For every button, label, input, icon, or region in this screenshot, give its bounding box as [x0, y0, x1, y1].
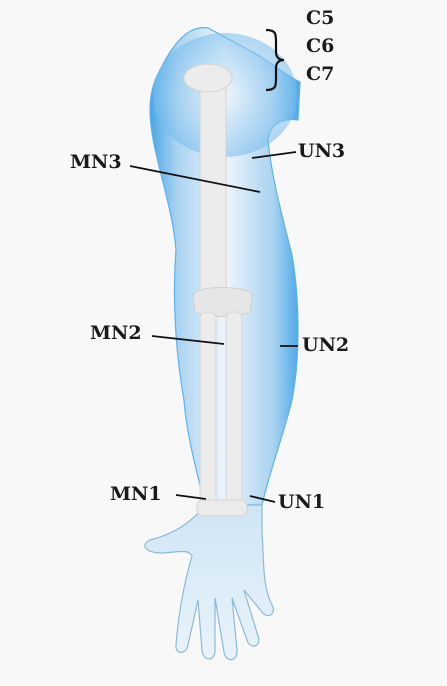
- humerus-bone: [200, 75, 226, 305]
- spinal-level-c7: C7: [306, 64, 334, 84]
- spinal-level-c5: C5: [306, 8, 334, 28]
- label-mn1: MN1: [110, 484, 162, 504]
- humeral-head: [184, 64, 232, 92]
- wrist-bones: [197, 500, 247, 516]
- ulna-bone: [226, 312, 242, 507]
- label-un1: UN1: [278, 492, 325, 512]
- label-un3: UN3: [298, 141, 345, 161]
- label-mn3: MN3: [70, 152, 122, 172]
- elbow-joint: [193, 288, 252, 317]
- hand-outline: [145, 505, 274, 660]
- label-mn2: MN2: [90, 323, 142, 343]
- label-un2: UN2: [302, 335, 349, 355]
- spinal-level-c6: C6: [306, 36, 334, 56]
